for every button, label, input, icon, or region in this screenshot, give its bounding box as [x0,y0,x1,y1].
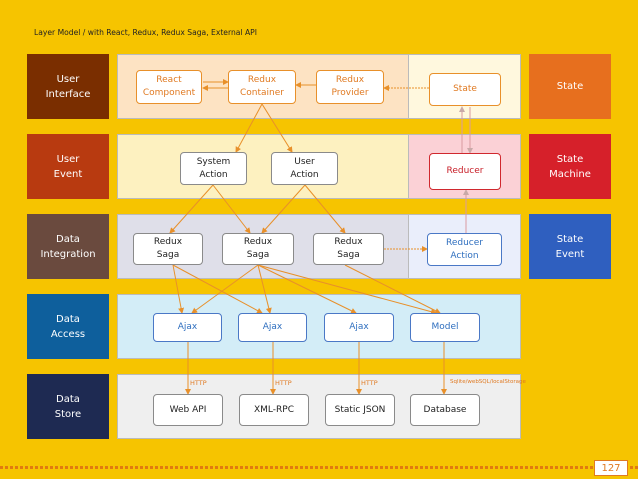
label-storage: Sqlite/webSQL/localStorage [450,379,526,385]
link-user-action-to-saga3 [304,184,346,234]
link-saga2-to-ajax3 [257,264,357,314]
link-saga2-to-ajax1 [191,264,259,314]
layer-data-integration: Data Integration [27,214,109,279]
label-http-3: HTTP [361,379,378,387]
footer-divider [0,466,638,469]
node-reducer-action: Reducer Action [427,233,502,266]
node-state: State [429,73,501,106]
node-user-action: User Action [271,152,338,185]
node-redux-provider: Redux Provider [316,70,384,104]
link-user-action-to-saga2 [261,184,306,234]
slide-title: Layer Model / with React, Redux, Redux S… [34,28,257,37]
node-redux-container: Redux Container [228,70,296,104]
node-static-json: Static JSON [325,394,395,426]
node-redux-saga-2: Redux Saga [222,233,294,265]
link-system-action-to-saga1 [169,184,214,234]
layer-data-access: Data Access [27,294,109,359]
link-saga1-to-ajax2 [172,264,263,314]
state-column-state: State [529,54,611,119]
link-saga2-to-model [257,264,437,315]
link-saga1-to-ajax1 [172,264,185,314]
node-ajax-2: Ajax [238,313,307,342]
layer-user-event: User Event [27,134,109,199]
label-http-1: HTTP [190,379,207,387]
node-ajax-1: Ajax [153,313,222,342]
layer-user-interface: User Interface [27,54,109,119]
link-saga2-to-ajax2 [257,264,272,314]
node-system-action: System Action [180,152,247,185]
state-column-state-machine: State Machine [529,134,611,199]
link-saga3-to-model [344,264,441,314]
node-redux-saga-3: Redux Saga [313,233,384,265]
page-number: 127 [594,460,628,476]
link-container-to-system-action [235,103,263,153]
node-database: Database [410,394,480,426]
node-model: Model [410,313,480,342]
node-web-api: Web API [153,394,223,426]
label-http-2: HTTP [275,379,292,387]
link-container-to-user-action [261,103,293,153]
node-xml-rpc: XML-RPC [239,394,309,426]
node-ajax-3: Ajax [324,313,394,342]
node-reducer: Reducer [429,153,501,190]
link-system-action-to-saga2 [212,184,251,234]
node-redux-saga-1: Redux Saga [133,233,203,265]
state-column-state-event: State Event [529,214,611,279]
node-react-component: React Component [136,70,202,104]
layer-data-store: Data Store [27,374,109,439]
